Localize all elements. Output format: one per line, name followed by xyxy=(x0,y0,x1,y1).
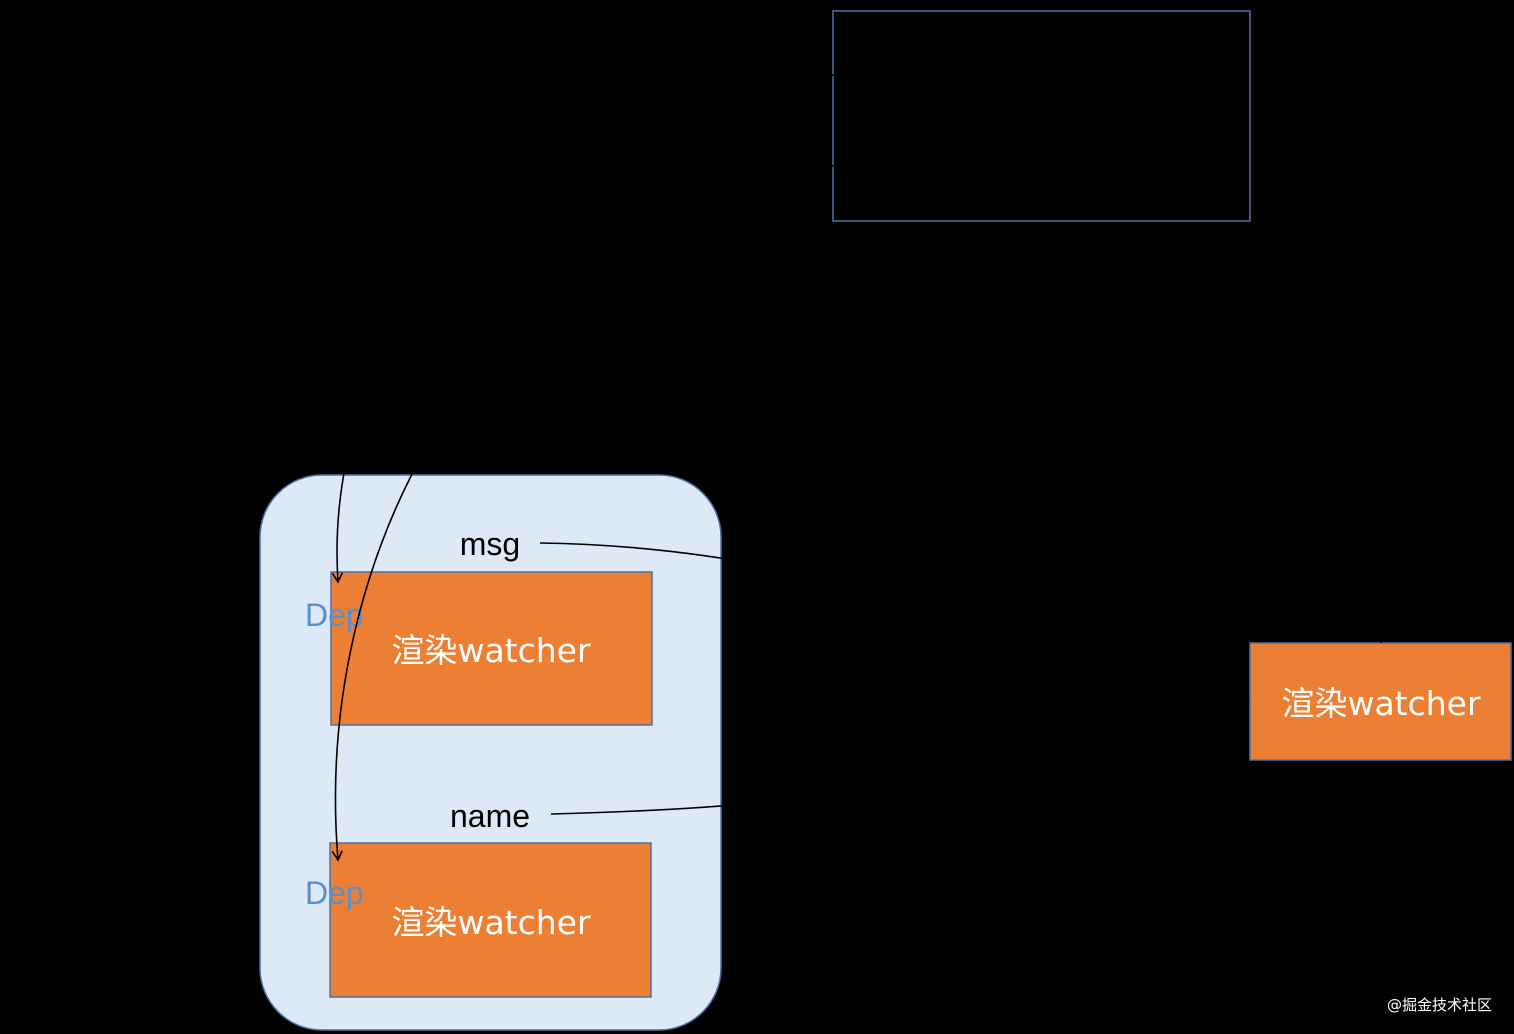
external-watcher-label: 渲染watcher xyxy=(1281,684,1481,723)
watcher-box-1 xyxy=(330,571,653,726)
arrow-top-to-dep-1 xyxy=(331,71,904,584)
watcher-box-2 xyxy=(329,842,652,998)
arrow-name-to-external xyxy=(550,702,1249,815)
field-label-msg: msg xyxy=(460,526,520,562)
external-watcher-box xyxy=(1249,642,1512,761)
dep-label-1: Dep xyxy=(305,597,364,633)
watcher-label-1: 渲染watcher xyxy=(391,631,591,670)
arrow-external-to-top xyxy=(1252,114,1382,644)
top-box xyxy=(832,10,1251,222)
arrow-msg-to-external xyxy=(539,542,1250,709)
field-label-name: name xyxy=(450,798,530,834)
external-watcher: 渲染watcher xyxy=(1249,642,1512,761)
dep-watcher-1: Dep 渲染watcher xyxy=(305,571,653,726)
arrow-top-to-dep-2 xyxy=(331,159,904,862)
dep-label-2: Dep xyxy=(305,875,364,911)
watcher-label-2: 渲染watcher xyxy=(391,903,591,942)
dep-watcher-2: Dep 渲染watcher xyxy=(305,842,652,998)
watermark-text: @掘金技术社区 xyxy=(1387,996,1492,1014)
